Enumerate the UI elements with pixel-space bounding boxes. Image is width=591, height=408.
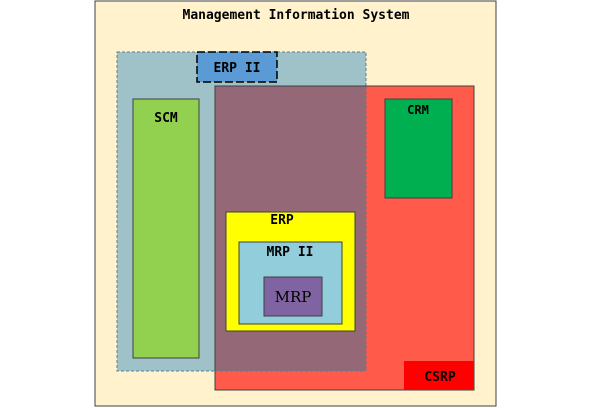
- mis-title: Management Information System: [183, 8, 410, 23]
- scm-label: SCM: [154, 111, 178, 126]
- mrp-label: MRP: [275, 288, 312, 306]
- erp-label: ERP: [270, 213, 294, 228]
- erp2-label-box: [196, 51, 278, 83]
- crm-label: CRM: [407, 103, 429, 117]
- mrp-box: [263, 276, 323, 317]
- mrp2-label: MRP II: [267, 245, 314, 260]
- crm-box: [384, 98, 453, 199]
- csrp-label-box: [404, 361, 474, 390]
- csrp-label: CSRP: [424, 370, 455, 385]
- erp2-label: ERP II: [214, 61, 261, 76]
- scm-box: [132, 98, 200, 359]
